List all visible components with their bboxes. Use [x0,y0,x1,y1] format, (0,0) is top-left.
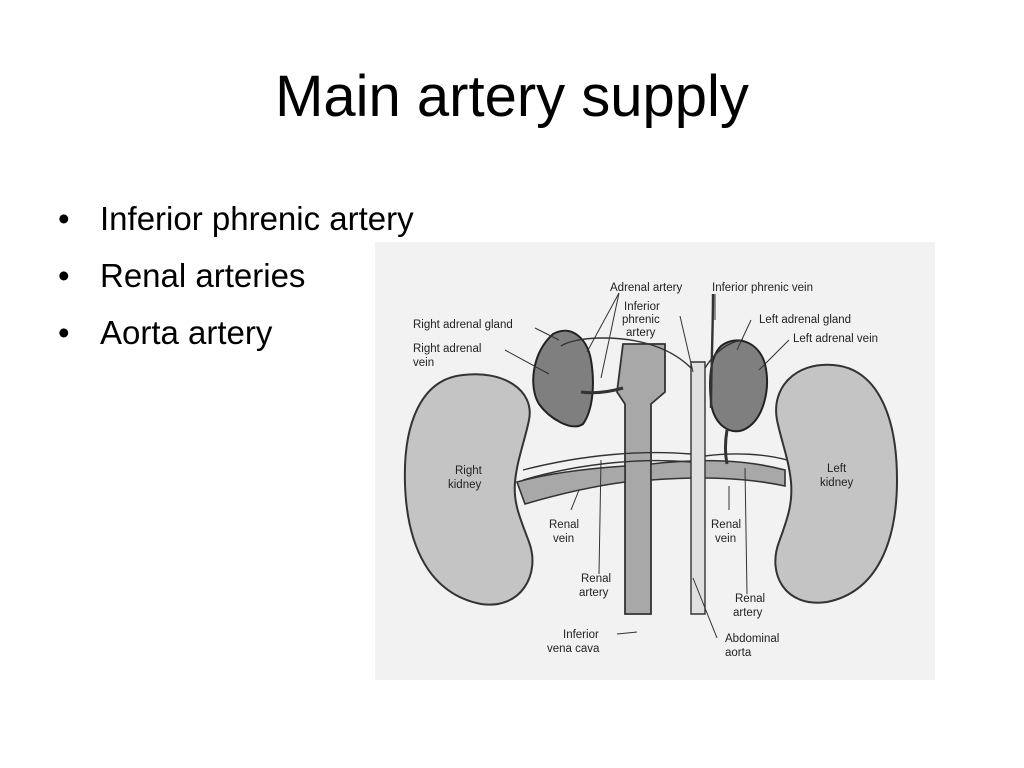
left-renal-artery-shape [704,453,788,461]
label-left-adrenal-vein: Left adrenal vein [793,333,878,345]
abdominal-aorta-shape [690,361,706,615]
label-left-adrenal-gland: Left adrenal gland [759,314,851,326]
label-right-kidney: Right kidney [448,465,485,491]
left-adrenal-vein-shape [724,429,729,465]
bullet-text: Aorta artery [100,314,273,351]
bullet-dot: • [58,257,70,294]
bullet-text: Inferior phrenic artery [100,200,414,237]
leader-line [616,631,638,635]
label-inferior-phrenic-artery: Inferior phrenic artery [622,301,663,339]
leader-line [679,315,694,373]
label-abdominal-aorta: Abdominal aorta [725,633,783,659]
bullet-item: • Inferior phrenic artery [58,190,414,247]
left-adrenal-gland-shape [709,339,768,433]
label-renal-vein-right: Renal vein [549,519,582,545]
label-renal-vein-left: Renal vein [711,519,744,545]
label-adrenal-artery: Adrenal artery [610,282,682,294]
right-renal-artery-shape [522,459,692,481]
leader-line [598,459,602,575]
leader-line [504,349,550,375]
label-renal-artery-left: Renal artery [733,593,768,619]
right-renal-artery-shape [522,451,692,471]
kidney-adrenal-diagram: Adrenal artery Inferior phrenic vein Inf… [375,242,935,680]
inferior-phrenic-vein-shape [709,293,715,409]
slide-title: Main artery supply [275,64,749,129]
inferior-phrenic-artery-shape [560,337,692,369]
right-adrenal-gland-shape [532,329,594,428]
bullet-dot: • [58,200,70,237]
inferior-phrenic-artery-shape [704,339,744,369]
leader-line [586,292,620,353]
label-right-adrenal-vein: Right adrenal vein [413,343,485,369]
bullet-list: • Inferior phrenic artery • Renal arteries… [58,190,414,361]
label-inferior-phrenic-vein: Inferior phrenic vein [712,282,813,294]
leader-line [692,577,718,639]
label-renal-artery-right: Renal artery [579,573,614,599]
label-right-adrenal-gland: Right adrenal gland [413,319,513,331]
bullet-item: • Renal arteries [58,247,414,304]
bullet-item: • Aorta artery [58,304,414,361]
bullet-text: Renal arteries [100,257,306,294]
label-inferior-vena-cava: Inferior vena cava [547,629,602,655]
bullet-dot: • [58,314,70,351]
leader-line [534,327,560,341]
right-renal-vein-shape [515,465,626,505]
left-kidney-shape [774,363,899,604]
label-left-kidney: Left kidney [820,463,853,489]
leader-line [570,489,580,511]
inferior-vena-cava-shape [616,343,666,615]
leader-line [758,339,790,371]
right-adrenal-vein-shape [580,386,624,395]
leader-line [600,292,620,379]
leader-line [744,467,748,595]
right-kidney-shape [403,373,534,606]
leader-line [736,319,752,351]
